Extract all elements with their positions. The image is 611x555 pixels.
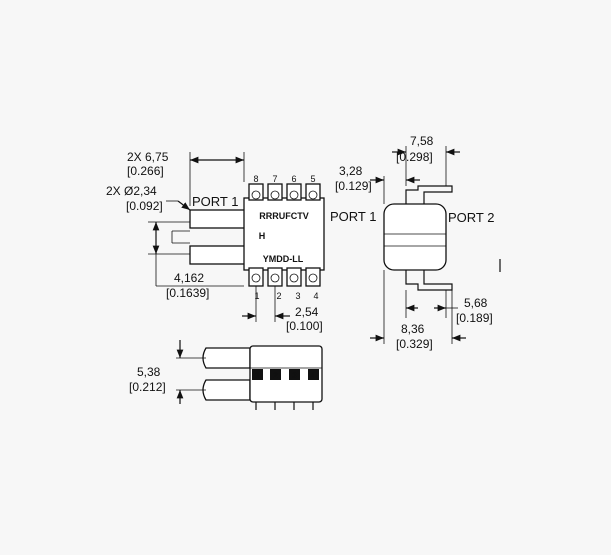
side-view-upper-lead (405, 185, 453, 204)
dim-overall-label: 8,36 (401, 322, 425, 336)
bottom-pin-label: 3 (295, 291, 300, 301)
dim-lead-label: 5,68 (464, 296, 488, 310)
top-view-tubes (171, 209, 251, 265)
dim-height-label: 5,38 (137, 365, 161, 379)
package-marking-line2: H (259, 231, 266, 241)
top-view-bottom-pins (248, 267, 321, 287)
top-view-top-pins (248, 183, 321, 201)
dim-height-inch: [0.212] (129, 380, 166, 394)
top-view-port1-label: PORT 1 (192, 194, 238, 209)
dim-overall-inch: [0.329] (396, 337, 433, 351)
side-view-lower-lead (405, 270, 453, 291)
dim-inner-label: 3,28 (339, 164, 363, 178)
dim-diameter-inch: [0.092] (126, 199, 163, 213)
front-view-lower-tube (202, 379, 251, 401)
dim-tube-width-inch: [0.266] (127, 164, 164, 178)
side-view-package-body (383, 203, 447, 271)
dim-pitch-inch: [0.100] (286, 319, 323, 333)
front-pin-label: 3 (292, 371, 297, 380)
package-marking-line1: RRRUFCTV (259, 211, 309, 221)
dim-pitch-label: 2,54 (295, 305, 319, 319)
dim-inner-inch: [0.129] (335, 179, 372, 193)
side-view-port2-label: PORT 2 (448, 210, 494, 225)
front-pin-label: 2 (273, 371, 278, 380)
side-view-port1-label: PORT 1 (330, 209, 376, 224)
front-pin-label: 1 (255, 371, 260, 380)
top-pin-label: 7 (272, 174, 277, 184)
dim-offset-label: 4,162 (174, 271, 204, 285)
bottom-pin-label: 2 (276, 291, 281, 301)
front-view-pins (255, 402, 314, 410)
dim-diameter-label: 2X Ø2,34 (106, 184, 157, 198)
front-pin-label: 4 (311, 371, 316, 380)
bottom-pin-label: 4 (313, 291, 318, 301)
top-pin-label: 5 (310, 174, 315, 184)
front-view: 1 2 3 4 5,38 [0.212] (129, 340, 323, 410)
top-pin-label: 8 (253, 174, 258, 184)
dim-tube-width-label: 2X 6,75 (127, 150, 169, 164)
side-view: PORT 1 PORT 2 7,58 [0.298] 3,28 [0.129] … (330, 134, 501, 351)
dim-side-width-label: 7,58 (410, 134, 434, 148)
dim-offset-inch: [0.1639] (166, 286, 209, 300)
top-pin-label: 6 (291, 174, 296, 184)
dim-lead-inch: [0.189] (456, 311, 493, 325)
bottom-pin-label: 1 (254, 291, 259, 301)
front-view-package-body (249, 345, 323, 403)
front-view-upper-tube (202, 347, 251, 369)
top-view-package-body (243, 197, 325, 271)
top-view: 8 7 6 5 1 2 3 4 RRRUFCTV H YMDD-LL PORT … (106, 150, 325, 333)
dim-side-width-inch: [0.298] (396, 150, 433, 164)
package-marking-line3: YMDD-LL (263, 254, 304, 264)
